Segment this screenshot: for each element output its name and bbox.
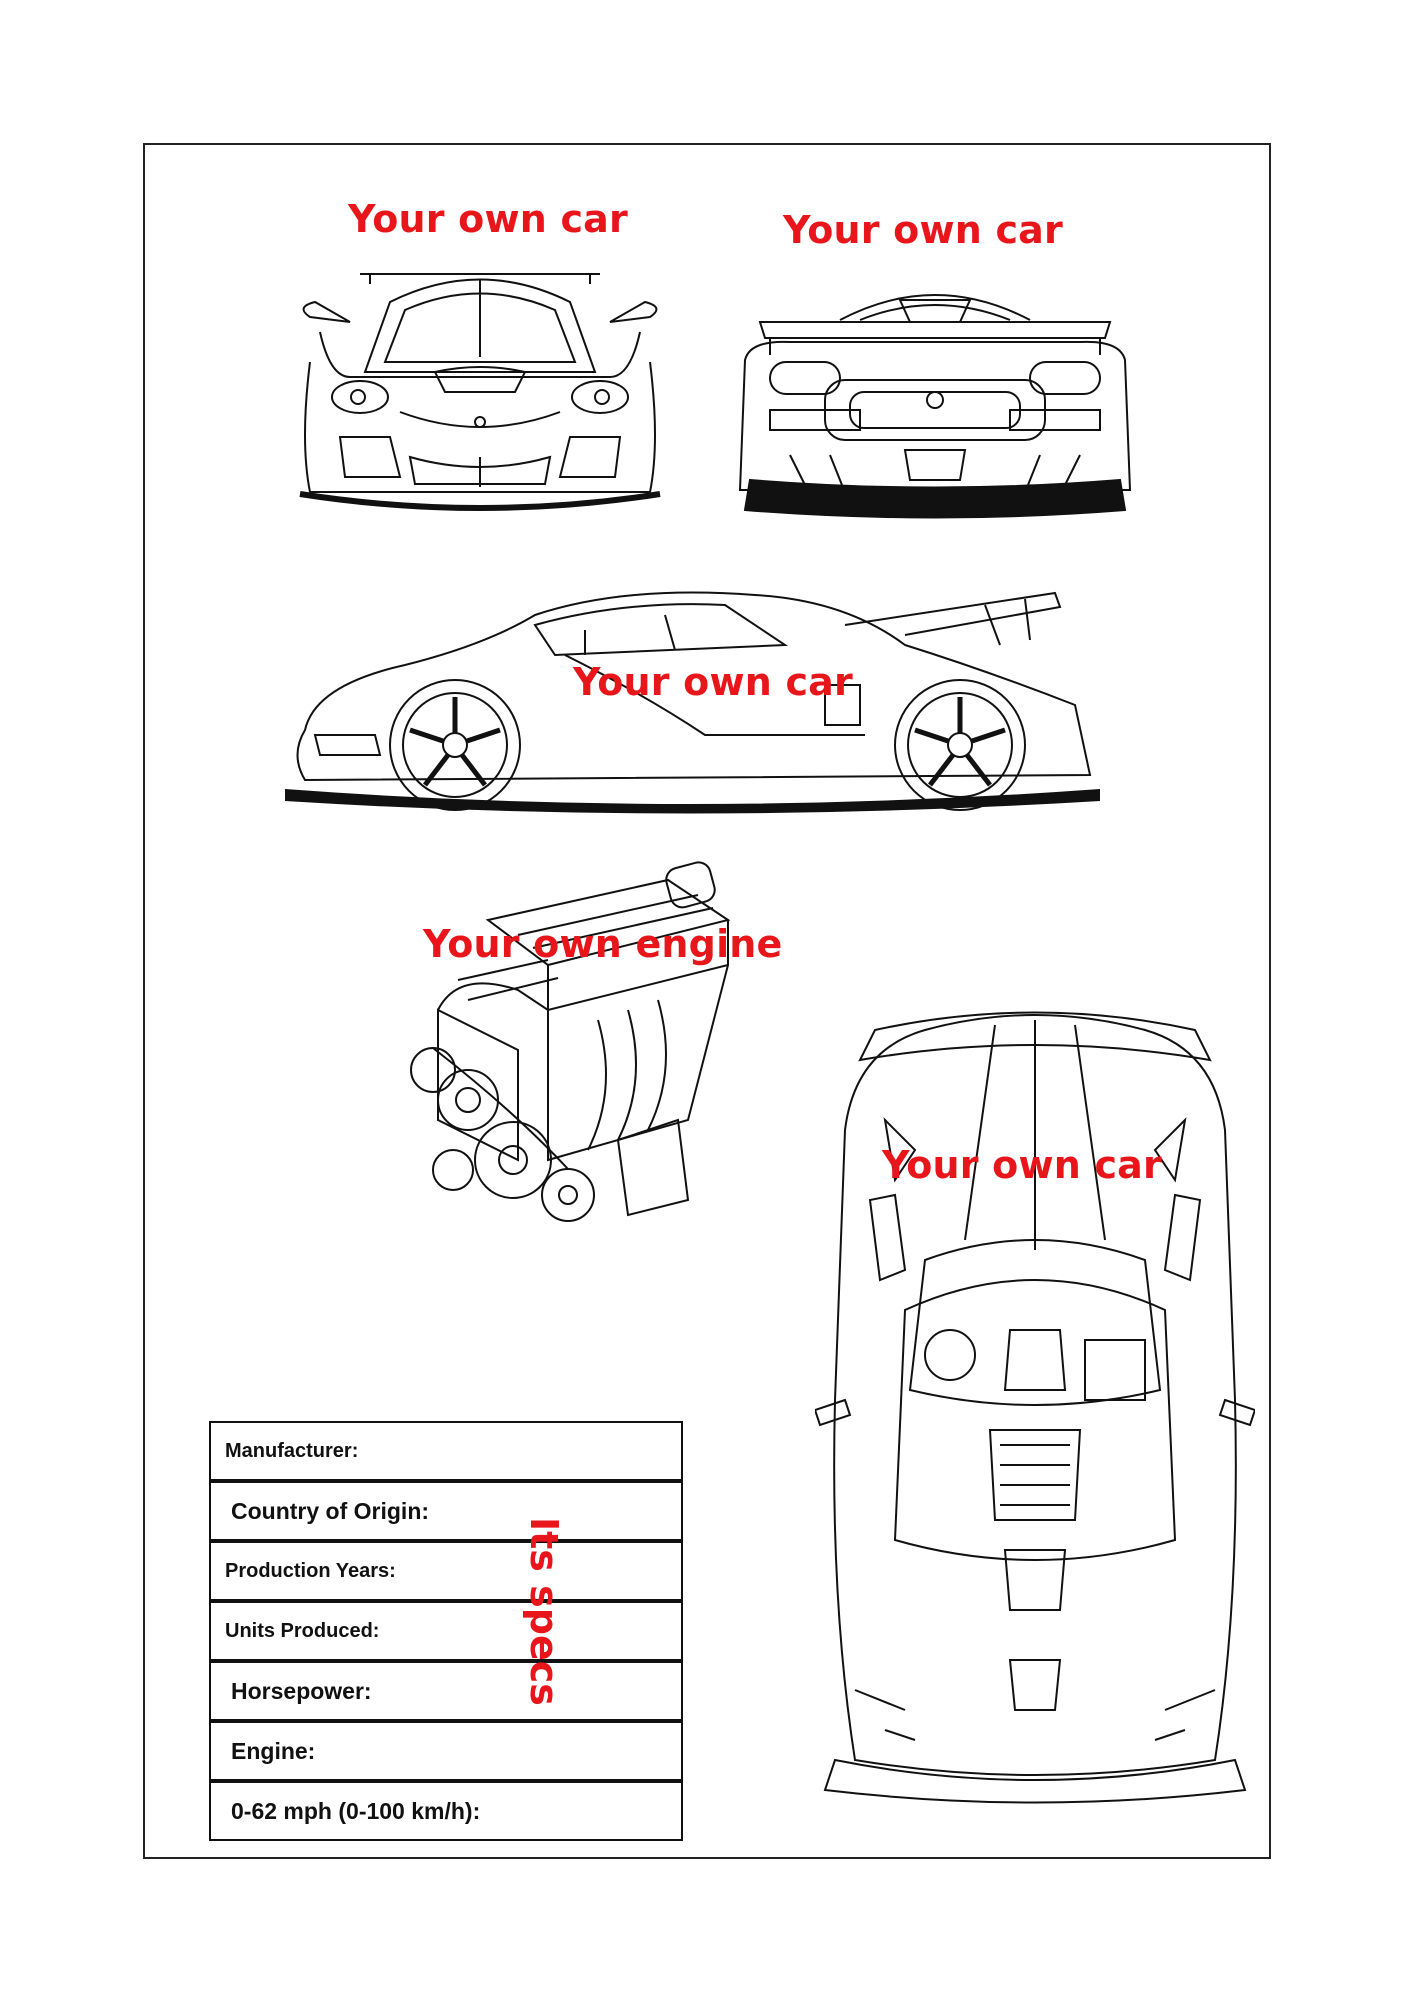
specs-table: Manufacturer: Country of Origin: Product… xyxy=(209,1421,683,1841)
spec-row-units-produced: Units Produced: xyxy=(211,1603,681,1663)
engine-label: Your own engine xyxy=(423,922,783,966)
car-top-view-drawing xyxy=(815,1000,1255,1810)
spec-row-acceleration: 0-62 mph (0-100 km/h): xyxy=(231,1797,481,1824)
car-side-view-drawing xyxy=(285,585,1100,815)
engine-drawing xyxy=(398,860,778,1240)
side-view-label: Your own car xyxy=(573,660,853,704)
front-view-label: Your own car xyxy=(348,197,628,241)
rear-view-label: Your own car xyxy=(783,208,1063,252)
specs-note-label: Its specs xyxy=(522,1517,566,1706)
car-front-view-drawing xyxy=(290,262,670,522)
spec-row-engine: Engine: xyxy=(211,1723,681,1783)
car-rear-view-drawing xyxy=(730,280,1140,525)
spec-row-horsepower: Horsepower: xyxy=(211,1663,681,1723)
page-frame xyxy=(143,143,1271,1859)
spec-row-manufacturer: Manufacturer: xyxy=(211,1423,681,1483)
top-view-label: Your own car xyxy=(882,1143,1162,1187)
spec-row-country-of-origin: Country of Origin: xyxy=(211,1483,681,1543)
spec-row-production-years: Production Years: xyxy=(211,1543,681,1603)
